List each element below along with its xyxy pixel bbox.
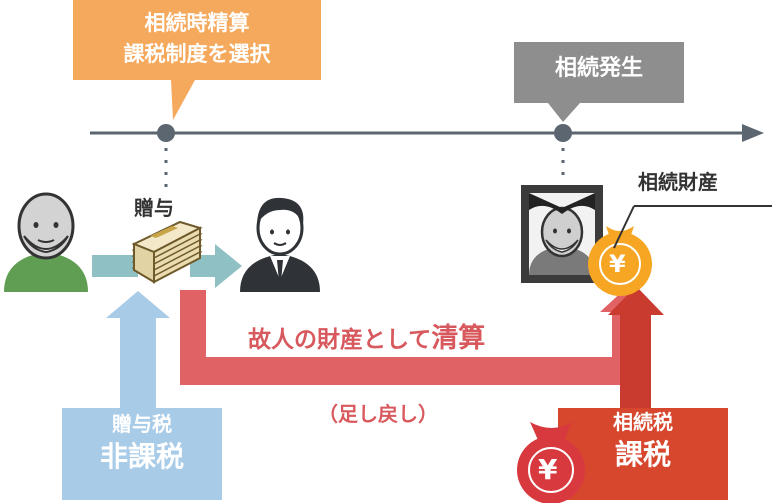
inheritance-event-marker [554,124,572,142]
settlement-arrow [180,287,654,385]
gift-event-line1: 相続時精算 [144,11,250,35]
gift-event-marker [157,124,175,142]
cash-bundle-icon [131,220,203,284]
orange-yen-symbol: ¥ [609,250,626,278]
inheritance-event-text: 相続発生 [554,56,643,81]
red-yen-symbol: ¥ [538,453,558,486]
gift-event-callout-text: 相続時精算 課税制度を選択 [73,8,321,70]
gift-tax-title: 贈与税 [112,412,172,436]
gift-tax-box [62,408,222,500]
add-back-label: （足し戻し） [318,402,438,426]
gift-event-callout [73,0,321,120]
settlement-emphasis-text: 清算 [431,323,486,354]
elderly-donor-icon [4,192,88,292]
inheritance-tax-text: 相続税 課税 [558,408,728,474]
inheritance-tax-arrow [608,286,664,410]
settlement-label: 故人の財産として清算 [248,316,485,355]
timeline-arrowhead [742,124,764,142]
inheritance-tax-title: 相続税 [613,410,673,434]
recipient-businessman-icon [240,197,320,292]
gift-flow-arrow-left [92,255,138,277]
gift-event-line2: 課税制度を選択 [123,42,271,66]
gift-tax-text: 贈与税 非課税 [62,410,222,476]
inheritance-tax-box [558,408,728,500]
settlement-main-text: 故人の財産として [248,327,432,353]
gift-tax-arrow [106,291,170,412]
gift-tax-status: 非課税 [99,440,184,473]
estate-label: 相続財産 [638,170,718,194]
estate-pointer-line [613,205,635,249]
gift-label: 贈与 [134,196,174,220]
red-money-bag-icon [517,422,585,503]
inheritance-event-callout [514,42,684,122]
gift-flow-arrow-right [190,244,242,288]
inheritance-tax-status: 課税 [614,438,671,471]
timeline [90,124,764,190]
deceased-portrait-icon [521,185,603,283]
